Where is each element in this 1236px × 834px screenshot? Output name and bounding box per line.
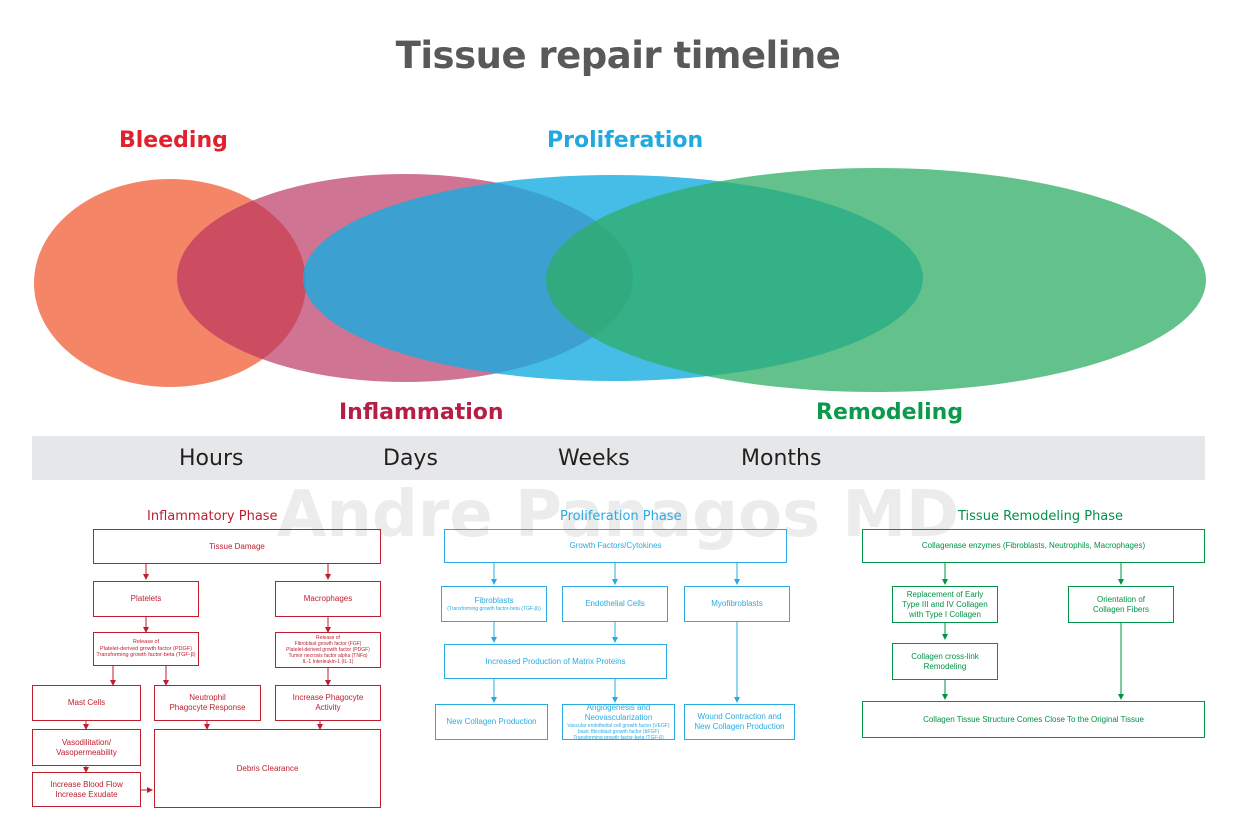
- remodeling-phase-title: Tissue Remodeling Phase: [958, 509, 1124, 524]
- timeline-bar: [32, 436, 1205, 480]
- macrophages-label: Macrophages: [303, 594, 353, 603]
- macrophage-release-line: Fibroblast growth factor (FGF): [294, 641, 362, 647]
- angiogenesis-line: Angiogenesis and: [586, 703, 651, 712]
- myofibroblasts-box: Myofibroblasts: [684, 586, 790, 622]
- matrix-proteins-label: Increased Production of Matrix Proteins: [485, 656, 626, 666]
- neutrophil-box: Neutrophil Phagocyte Response: [154, 685, 261, 721]
- neutrophil-line: Neutrophil: [189, 693, 226, 702]
- vasodilitation-line: Vasopermeability: [56, 747, 117, 757]
- proliferation-label: Proliferation: [547, 128, 704, 153]
- inflammatory-phase-title: Inflammatory Phase: [147, 509, 278, 524]
- orientation-line: Collagen Fibers: [1092, 604, 1150, 614]
- angiogenesis-sub-line: Vascular endothelial cell growth factor …: [567, 723, 670, 729]
- blood-flow-line: Increase Blood Flow: [50, 779, 123, 789]
- myofibroblasts-label: Myofibroblasts: [711, 599, 763, 608]
- timeline-hours: Hours: [179, 446, 244, 471]
- macrophage-release-line: IL-1 Interleukin-1 (IL-1): [302, 659, 354, 665]
- wound-contraction-box: Wound Contraction and New Collagen Produ…: [684, 704, 795, 740]
- new-collagen-label: New Collagen Production: [446, 717, 537, 726]
- endothelial-box: Endothelial Cells: [562, 586, 668, 622]
- fibroblasts-box: Fibroblasts (Transforming growth factor-…: [441, 586, 547, 622]
- replacement-line: Type III and IV Collagen: [902, 599, 988, 609]
- platelet-release-line: Platelet-derived growth factor (PDGF): [99, 645, 192, 652]
- neutrophil-line: Phagocyte Response: [169, 703, 246, 712]
- increase-phagocyte-line: Increase Phagocyte: [292, 693, 364, 702]
- timeline-days: Days: [383, 446, 438, 471]
- vasodilitation-line: Vasodilitation/: [61, 737, 112, 747]
- crosslink-line: Remodeling: [923, 661, 967, 671]
- remodeling-label: Remodeling: [816, 400, 964, 425]
- macrophage-release-line: Platelet-derived growth factor (PDGF): [286, 647, 370, 653]
- platelet-release-line: Release of: [132, 639, 160, 646]
- macrophages-box: Macrophages: [275, 581, 381, 617]
- tissue-damage-box: Tissue Damage: [93, 529, 381, 564]
- wound-contraction-line: New Collagen Production: [694, 722, 785, 731]
- replacement-line: Replacement of Early: [906, 589, 984, 599]
- angiogenesis-sub-line: Transforming growth factor-beta (TGF-β): [573, 735, 664, 741]
- wound-contraction-line: Wound Contraction and: [697, 712, 782, 721]
- fibroblasts-sub-label: (Transforming growth factor-beta (TGF-β)…: [447, 606, 541, 612]
- fibroblasts-label: Fibroblasts: [474, 596, 514, 605]
- crosslink-box: Collagen cross-link Remodeling: [892, 643, 998, 680]
- bleeding-label: Bleeding: [119, 128, 228, 153]
- timeline-months: Months: [741, 446, 822, 471]
- vasodilitation-box: Vasodilitation/ Vasopermeability: [32, 729, 141, 766]
- platelets-label: Platelets: [130, 594, 162, 603]
- inflammation-label: Inflammation: [339, 400, 504, 425]
- tissue-structure-box: Collagen Tissue Structure Comes Close To…: [862, 701, 1205, 738]
- mast-cells-label: Mast Cells: [67, 698, 106, 707]
- macrophage-release-line: Release of: [316, 635, 340, 641]
- collagenase-box: Collagenase enzymes (Fibroblasts, Neutro…: [862, 529, 1205, 563]
- mast-cells-box: Mast Cells: [32, 685, 141, 721]
- endothelial-label: Endothelial Cells: [585, 599, 645, 608]
- orientation-line: Orientation of: [1096, 594, 1146, 604]
- debris-clearance-box: Debris Clearance: [154, 729, 381, 808]
- increase-phagocyte-line: Activity: [315, 703, 341, 712]
- macrophage-release-box: Release of Fibroblast growth factor (FGF…: [275, 632, 381, 668]
- timeline-weeks: Weeks: [558, 446, 630, 471]
- platelets-box: Platelets: [93, 581, 199, 617]
- replacement-line: with Type I Collagen: [909, 609, 981, 619]
- collagenase-label: Collagenase enzymes (Fibroblasts, Neutro…: [921, 541, 1146, 550]
- blood-flow-line: Increase Exudate: [55, 789, 118, 799]
- angiogenesis-line: Neovascularization: [584, 713, 653, 722]
- macrophage-release-line: Tumor necrosis factor alpha (TNFα): [288, 653, 368, 659]
- growth-factors-label: Growth Factors/Cytokines: [569, 541, 662, 550]
- angiogenesis-box: Angiogenesis and Neovascularization Vasc…: [562, 703, 675, 741]
- tissue-damage-label: Tissue Damage: [209, 541, 265, 551]
- new-collagen-box: New Collagen Production: [435, 704, 548, 740]
- watermark: Andre Panagos MD: [276, 478, 960, 552]
- matrix-proteins-box: Increased Production of Matrix Proteins: [444, 644, 667, 679]
- proliferation-phase-title: Proliferation Phase: [560, 509, 682, 524]
- replacement-box: Replacement of Early Type III and IV Col…: [892, 586, 998, 623]
- increase-phagocyte-box: Increase Phagocyte Activity: [275, 685, 381, 721]
- remodeling-ellipse: [546, 168, 1206, 392]
- growth-factors-box: Growth Factors/Cytokines: [444, 529, 787, 563]
- blood-flow-box: Increase Blood Flow Increase Exudate: [32, 772, 141, 807]
- page-title: Tissue repair timeline: [395, 34, 841, 77]
- platelet-release-box: Release of Platelet-derived growth facto…: [93, 632, 199, 666]
- angiogenesis-sub-line: basic fibroblast growth factor (bFGF): [577, 729, 660, 735]
- crosslink-line: Collagen cross-link: [911, 651, 979, 661]
- tissue-structure-label: Collagen Tissue Structure Comes Close To…: [923, 714, 1144, 724]
- platelet-release-line: Transforming growth factor-beta (TGF-β): [96, 652, 196, 659]
- orientation-box: Orientation of Collagen Fibers: [1068, 586, 1174, 623]
- debris-clearance-label: Debris Clearance: [236, 763, 299, 773]
